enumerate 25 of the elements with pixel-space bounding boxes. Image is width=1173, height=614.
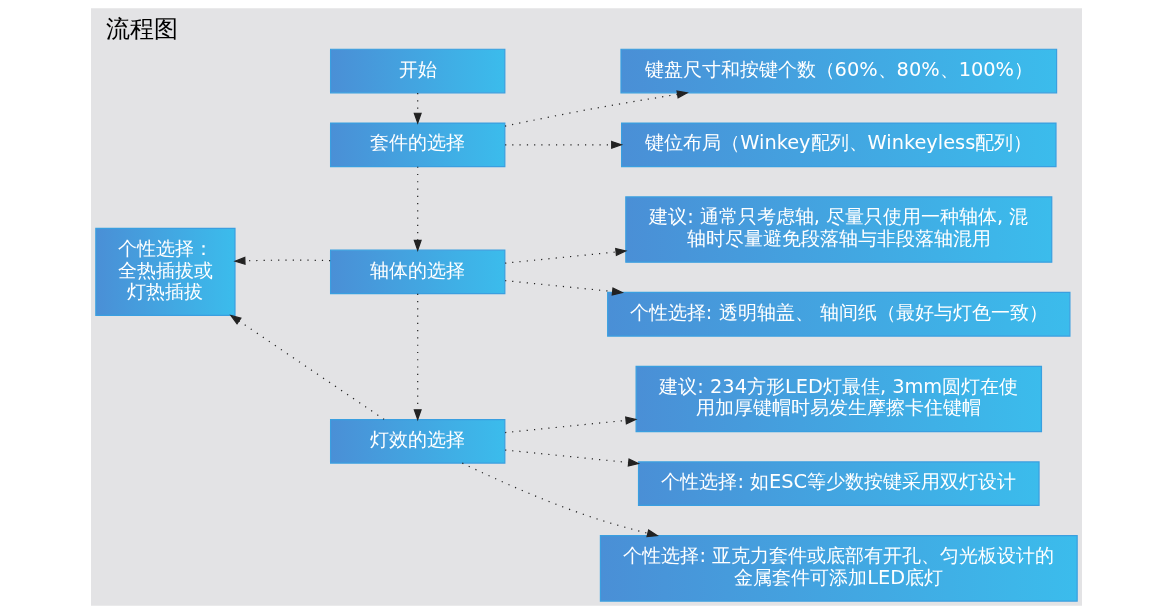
arrow xyxy=(229,314,385,420)
arrow xyxy=(504,247,628,264)
diagram-title: 流程图 xyxy=(106,15,179,44)
node-box: 个性选择: 透明轴盖、 轴间纸（最好与灯色一致） xyxy=(607,291,1071,337)
arrow xyxy=(413,92,422,125)
node-box: 建议: 通常只考虑轴, 尽量只使用一种轴体, 混轴时尽量避免段落轴与非段落轴混用 xyxy=(625,196,1053,263)
arrow xyxy=(504,416,638,434)
arrow xyxy=(233,256,331,266)
node-box: 键盘尺寸和按键个数（60%、80%、100%） xyxy=(620,48,1058,94)
node-box: 个性选择：全热插拔或灯热插拔 xyxy=(95,227,236,317)
arrow xyxy=(504,449,641,467)
node-box: 开始 xyxy=(329,48,506,94)
node-box: 灯效的选择 xyxy=(329,418,506,464)
node-box: 键位布局（Winkey配列、Winkeyless配列） xyxy=(621,122,1057,168)
node-box: 套件的选择 xyxy=(329,122,506,168)
arrow xyxy=(504,140,624,150)
arrow xyxy=(504,280,625,296)
node-box: 建议: 234方形LED灯最佳, 3mm圆灯在使用加厚键帽时易发生摩擦卡住键帽 xyxy=(635,365,1043,433)
arrow xyxy=(504,90,689,127)
node-box: 个性选择: 亚克力套件或底部有开孔、匀光板设计的金属套件可添加LED底灯 xyxy=(599,535,1078,602)
arrow xyxy=(413,293,422,422)
node-box: 个性选择: 如ESC等少数按键采用双灯设计 xyxy=(637,461,1040,507)
arrow xyxy=(461,462,659,538)
node-box: 轴体的选择 xyxy=(329,249,506,295)
arrow xyxy=(413,166,422,252)
